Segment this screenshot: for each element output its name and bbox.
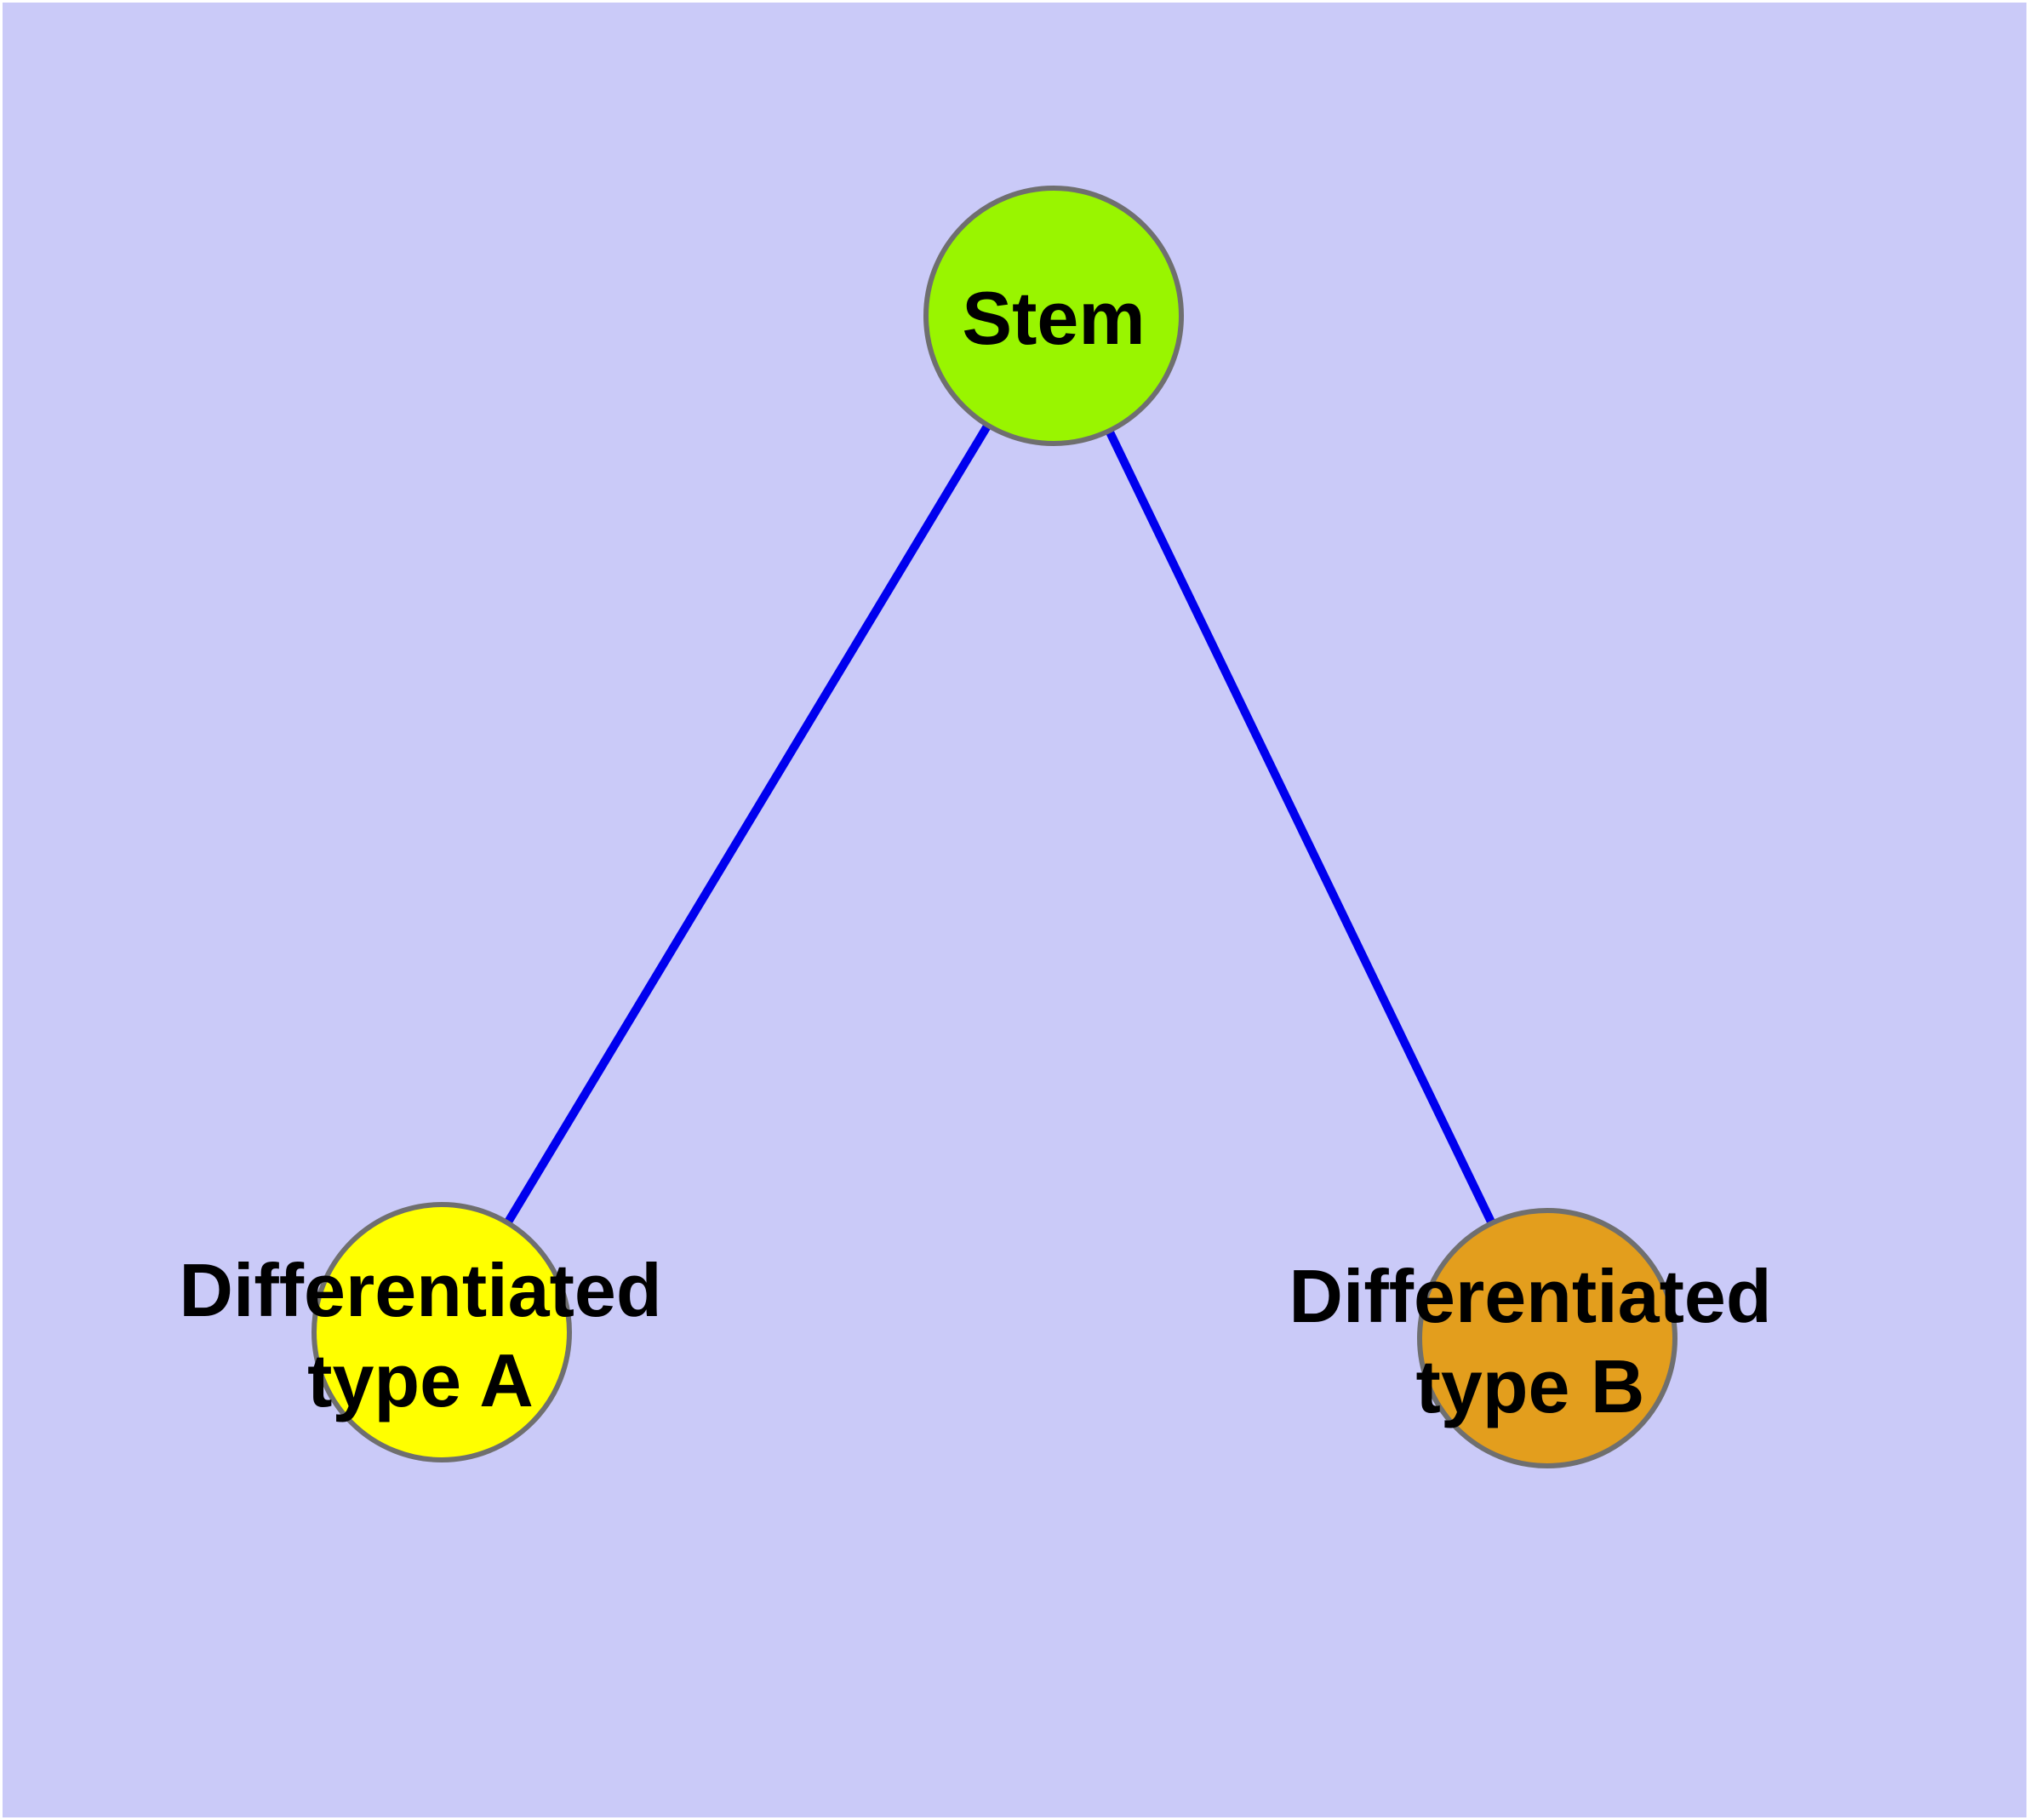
node-differentiated-type-b-circle (1417, 1208, 1677, 1468)
node-stem-label: Stem (962, 276, 1145, 360)
node-stem-circle (923, 186, 1184, 446)
edge-stem-to-differentiated-type-a (437, 313, 1058, 1335)
node-differentiated-type-b-label-line: type B (1416, 1344, 1645, 1428)
edge-stem-to-differentiated-type-b (1049, 313, 1552, 1341)
node-differentiated-type-a-circle (311, 1202, 572, 1462)
node-differentiated-type-a-label-line: type A (307, 1338, 534, 1422)
edges-layer (437, 313, 1552, 1341)
node-differentiated-type-b-label-line: Differentiated (1289, 1254, 1771, 1338)
nodes-layer (311, 186, 1677, 1468)
node-stem-label-line: Stem (962, 276, 1145, 360)
node-differentiated-type-a-label-line: Differentiated (179, 1248, 661, 1332)
